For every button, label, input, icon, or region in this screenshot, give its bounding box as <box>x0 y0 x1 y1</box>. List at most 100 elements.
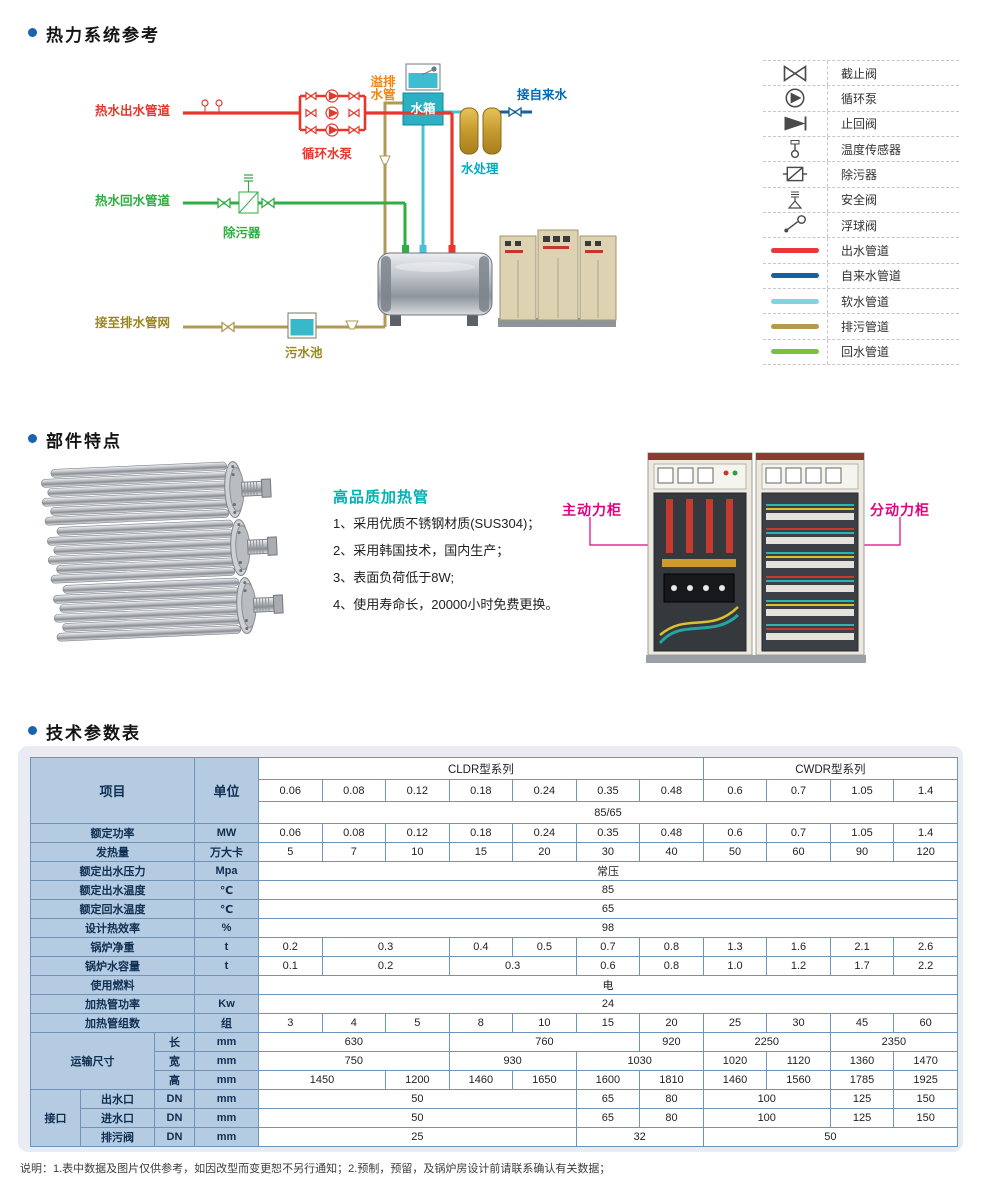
data-cell: 120 <box>893 842 958 862</box>
transport-sub-label: 长 <box>154 1032 195 1052</box>
row-label: 设计热效率 <box>30 918 195 938</box>
data-cell: 1460 <box>448 1070 514 1090</box>
data-cell: 750 <box>258 1051 450 1071</box>
data-cell: 32 <box>575 1127 704 1147</box>
legend-row: 安全阀 <box>763 187 959 213</box>
feature-item: 4、使用寿命长，20000小时免费更换。 <box>333 597 559 612</box>
pipe-drain-icon <box>763 314 827 338</box>
sub-cabinet-pointer-line <box>856 517 901 546</box>
row-label: 锅炉水容量 <box>30 956 195 976</box>
legend-row: 截止阀 <box>763 61 959 87</box>
row-label: 加热管功率 <box>30 994 195 1014</box>
data-cell: 65 <box>258 899 958 919</box>
section-bullet <box>28 434 37 443</box>
data-cell: 1.0 <box>702 956 768 976</box>
pipe-return-icon <box>763 340 827 364</box>
data-cell: 1030 <box>575 1051 704 1071</box>
port-sub-label: 排污阀 <box>80 1127 155 1147</box>
data-cell: 90 <box>829 842 895 862</box>
data-cell: 0.3 <box>321 937 450 957</box>
row-unit: MW <box>194 823 259 843</box>
data-cell: 630 <box>258 1032 450 1052</box>
model-header: 0.06 <box>258 779 323 802</box>
row-unit: Kw <box>194 994 259 1014</box>
transport-sub-label: 宽 <box>154 1051 195 1071</box>
legend-row: 出水管道 <box>763 238 959 264</box>
piping-diagram-svg <box>183 63 617 339</box>
data-cell: 1.2 <box>766 956 831 976</box>
row-label: 锅炉净重 <box>30 937 195 957</box>
section-title-specs: 技术参数表 <box>46 724 141 743</box>
legend-label: 温度传感器 <box>827 136 959 162</box>
port-sub-label: 进水口 <box>80 1108 155 1128</box>
data-cell: 1.6 <box>766 937 831 957</box>
legend-label: 除污器 <box>827 162 959 187</box>
data-cell: 930 <box>448 1051 577 1071</box>
data-cell: 0.7 <box>575 937 641 957</box>
data-cell: 0.35 <box>575 823 641 843</box>
data-cell: 1.05 <box>829 823 895 843</box>
data-cell: 85 <box>258 880 958 900</box>
data-cell: 8 <box>448 1013 514 1033</box>
legend-label: 排污管道 <box>827 314 959 339</box>
row-unit: Mpa <box>194 861 259 881</box>
float-valve-icon <box>763 213 827 237</box>
legend-row: 回水管道 <box>763 339 959 365</box>
data-cell: 常压 <box>258 861 958 881</box>
row-unit: mm <box>194 1108 259 1128</box>
model-header: 0.7 <box>766 779 831 802</box>
temp-sensor-icon <box>763 137 827 161</box>
row-unit: mm <box>194 1032 259 1052</box>
model-header: 0.35 <box>575 779 641 802</box>
check-valve-icon <box>763 112 827 136</box>
data-cell: 2.2 <box>893 956 958 976</box>
row-label: 加热管组数 <box>30 1013 195 1033</box>
heating-element-photo <box>41 517 282 591</box>
data-cell: 10 <box>385 842 450 862</box>
data-cell: 1460 <box>702 1070 768 1090</box>
label-sewage-pool: 污水池 <box>285 346 323 360</box>
data-cell: 30 <box>766 1013 831 1033</box>
section-bullet <box>28 726 37 735</box>
row-unit: mm <box>194 1089 259 1109</box>
data-cell: 65 <box>575 1089 641 1109</box>
data-cell: 1600 <box>575 1070 641 1090</box>
row-unit: mm <box>194 1051 259 1071</box>
supply-return-temp: 85/65 <box>258 801 958 824</box>
data-cell: 15 <box>448 842 514 862</box>
feature-heading: 高品质加热管 <box>333 489 430 506</box>
data-cell: 4 <box>321 1013 387 1033</box>
row-label: 额定出水温度 <box>30 880 195 900</box>
data-cell: 0.4 <box>448 937 514 957</box>
safety-valve-icon <box>763 188 827 212</box>
legend-label: 安全阀 <box>827 187 959 212</box>
legend-row: 软水管道 <box>763 288 959 315</box>
legend-row: 浮球阀 <box>763 212 959 239</box>
data-cell: 0.2 <box>258 937 323 957</box>
legend-label: 循环泵 <box>827 86 959 111</box>
data-cell: 1360 <box>829 1051 895 1071</box>
row-unit: ℃ <box>194 880 259 900</box>
data-cell: 25 <box>258 1127 577 1147</box>
footnote: 说明：1.表中数据及图片仅供参考，如因改型而变更恕不另行通知；2.预制，预留，及… <box>20 1163 611 1175</box>
data-cell: 1020 <box>702 1051 768 1071</box>
data-cell: 5 <box>258 842 323 862</box>
row-unit: mm <box>194 1127 259 1147</box>
data-cell: 0.6 <box>575 956 641 976</box>
row-unit: t <box>194 956 259 976</box>
port-dn-label: DN <box>154 1108 195 1128</box>
legend-label: 浮球阀 <box>827 212 959 238</box>
data-cell: 98 <box>258 918 958 938</box>
data-cell: 0.8 <box>639 956 704 976</box>
model-header: 0.24 <box>512 779 577 802</box>
transport-sub-label: 高 <box>154 1070 195 1090</box>
row-unit: t <box>194 937 259 957</box>
data-cell: 25 <box>702 1013 768 1033</box>
row-label: 额定回水温度 <box>30 899 195 919</box>
data-cell: 1650 <box>512 1070 577 1090</box>
model-header: 0.6 <box>702 779 768 802</box>
series-header: CLDR型系列 <box>258 757 704 780</box>
data-cell: 40 <box>639 842 704 862</box>
data-cell: 0.06 <box>258 823 323 843</box>
